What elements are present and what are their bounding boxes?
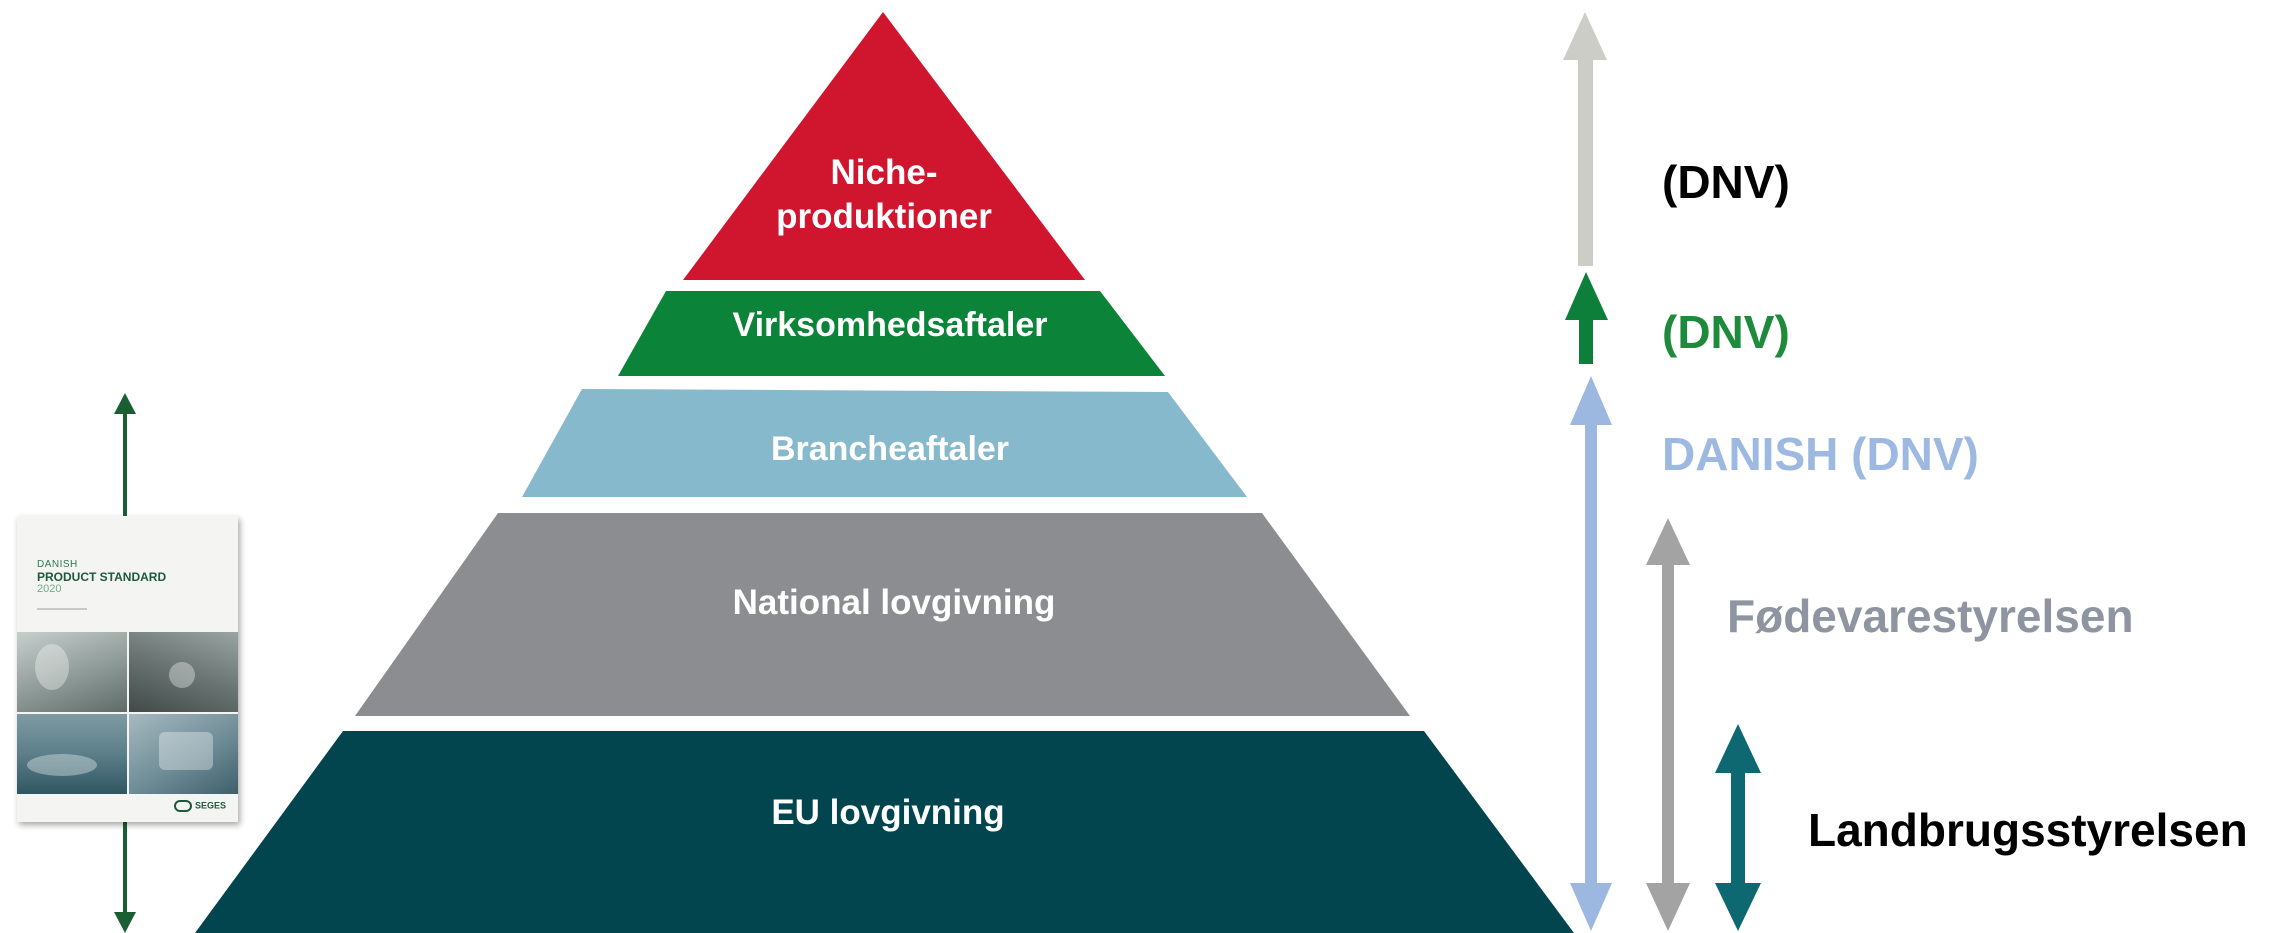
national-label: National lovgivning [733, 583, 1056, 622]
landbrug-label: Landbrugsstyrelsen [1808, 804, 2248, 856]
cover-photo [17, 714, 127, 794]
seges-logo: SEGES [173, 800, 226, 812]
branche-label: Brancheaftaler [771, 430, 1009, 468]
seges-logo-icon [173, 800, 192, 812]
cover-subtitle-block [37, 608, 87, 634]
pyramid-level-branche [522, 389, 1247, 497]
cover-photo [128, 632, 238, 712]
dnv-green-label: (DNV) [1662, 306, 1790, 358]
pyramid-level-niche [683, 12, 1085, 280]
cover-photo-grid [17, 632, 238, 794]
pyramid-level-national [355, 513, 1410, 716]
cover-photo [128, 714, 238, 794]
fodevare-label: Fødevarestyrelsen [1727, 590, 2134, 642]
danish-dnv-label: DANISH (DNV) [1662, 428, 1979, 480]
seges-logo-text: SEGES [194, 800, 226, 811]
cover-photo [17, 632, 127, 712]
pyramid-level-eu [195, 731, 1574, 933]
fodevare-arrow [1646, 518, 1690, 931]
dnv-green-arrow [1565, 272, 1608, 364]
dnv-top-arrow [1563, 12, 1607, 266]
dnv-top-label: (DNV) [1662, 156, 1790, 208]
cover-title: PRODUCT STANDARD [37, 570, 167, 584]
eu-label: EU lovgivning [771, 793, 1004, 832]
virksomhed-label: Virksomhedsaftaler [733, 306, 1048, 344]
landbrug-arrow [1715, 724, 1761, 931]
pyramid-level-virksomhed [618, 291, 1165, 376]
cover-top-text: DANISH [37, 559, 78, 570]
danish-arrow [1570, 376, 1612, 931]
niche-label-line-1: Niche- [831, 153, 938, 192]
niche-label-line-2: produktioner [776, 197, 992, 236]
cover-heading: DANISH PRODUCT STANDARD 2020 [37, 560, 230, 595]
cover-year: 2020 [37, 583, 62, 595]
danish-product-standard-cover: DANISH PRODUCT STANDARD 2020 SEGES [17, 516, 238, 822]
